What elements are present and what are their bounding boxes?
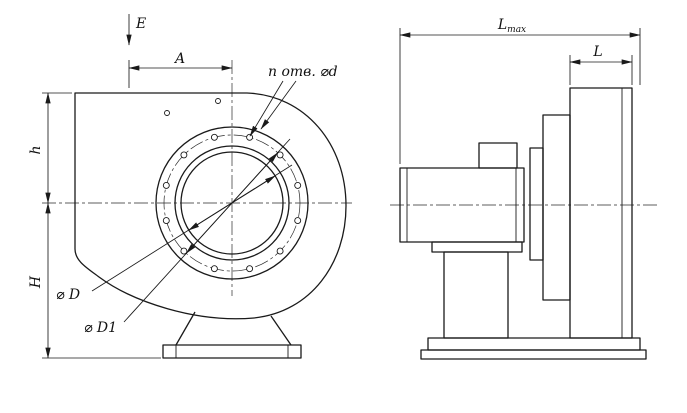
bolt-hole [294,217,302,225]
inlet-bore-circle [180,151,284,255]
bolt-circle [163,134,301,272]
label-a: A [173,51,185,67]
bolt-hole [246,265,254,273]
holes-callout: n отв. ⌀d [249,64,338,137]
bearing-bracket-plate [529,147,544,261]
bolt-hole [246,133,254,141]
dimension-d1: ⌀ D1 [84,138,291,336]
casing-hole [215,98,221,104]
label-lmax-sub: max [507,25,526,35]
bolt-hole [276,247,284,255]
motor-support [431,241,523,339]
label-lmax: Lmax [497,17,526,35]
dimension-H: H [28,202,161,359]
inlet-plate [542,114,571,301]
bolt-hole [294,181,302,189]
dimension-lmax: Lmax [399,17,641,164]
base-bar [427,337,641,351]
label-e: E [135,16,146,32]
label-lmax-base: L [497,17,507,33]
dimension-e: E [126,14,146,46]
terminal-box [478,142,518,169]
casing-hole [164,110,170,116]
label-d: ⌀ D [56,287,80,303]
scroll-casing-outline [74,92,347,320]
inlet-collar-circle [174,145,290,261]
motor [399,142,525,243]
inlet-flange-circle [155,126,309,280]
label-d1: ⌀ D1 [84,320,117,336]
dimension-l: L [569,44,633,85]
support-column [443,251,509,339]
label-h: h [28,145,44,154]
bolt-hole [210,133,218,141]
base-frame [420,337,647,360]
bolt-hole [162,181,170,189]
dimension-d: ⌀ D [56,164,293,303]
base-plate [420,349,647,360]
label-H: H [28,275,44,289]
dimension-h: h [28,92,72,204]
front-view: E A h H ⌀ D [28,14,352,359]
pedestal-base-plate [162,344,302,359]
pedestal [162,311,302,359]
support-plate [431,241,523,253]
label-l: L [592,44,602,60]
dimension-a: A [128,51,233,88]
bolt-hole [180,151,188,159]
scroll-casing-side [569,87,633,339]
bolt-hole [162,217,170,225]
label-holes: n отв. ⌀d [268,64,338,80]
side-view: Lmax L [390,17,658,360]
bolt-hole [210,265,218,273]
